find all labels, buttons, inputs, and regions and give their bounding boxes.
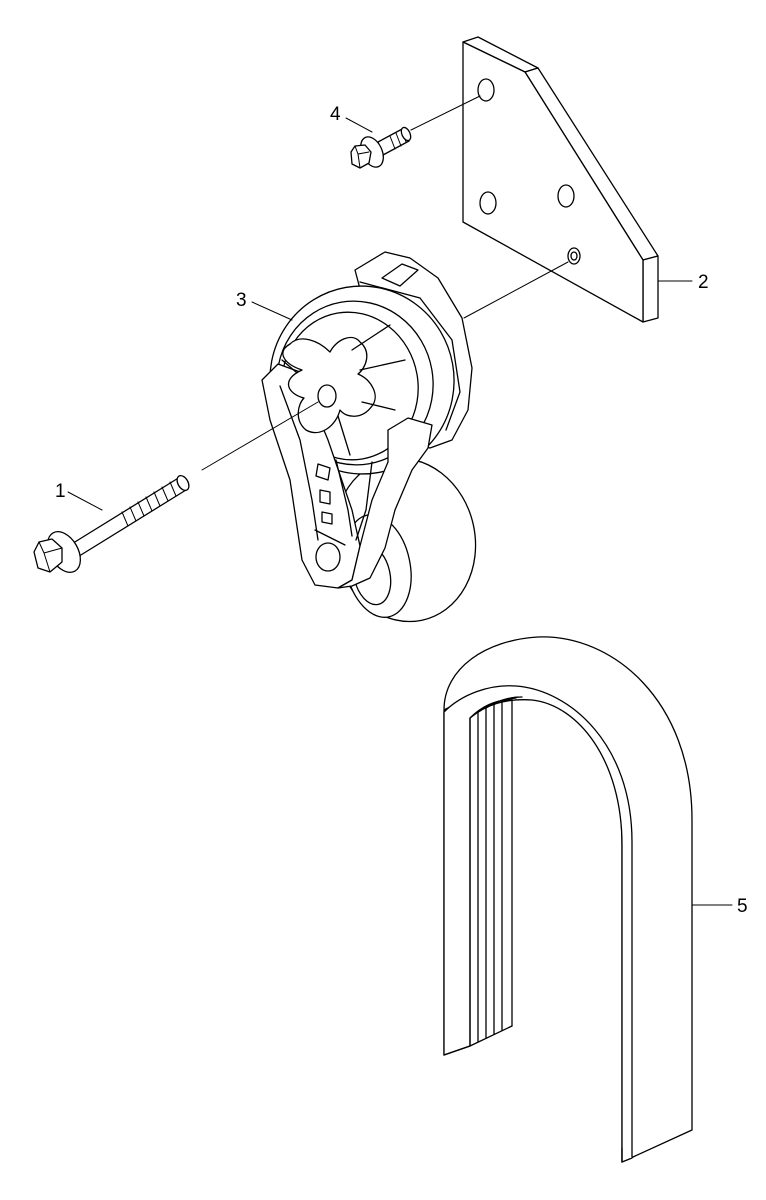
callout-1: 1 [55,481,103,511]
belt-tensioner[interactable] [255,251,490,635]
callout-label-3: 3 [236,290,247,311]
assembly-lines [201,95,569,471]
small-bolt[interactable] [350,126,413,171]
bracket-hole-right [557,184,575,208]
callout-label-2: 2 [698,272,709,293]
callout-5: 5 [691,896,748,917]
callout-3: 3 [236,290,293,321]
bracket-hole-left [479,191,497,215]
long-bolt[interactable] [33,474,191,578]
callout-4: 4 [330,104,373,133]
serpentine-belt[interactable] [443,636,693,1163]
arm-pivot-hole [315,542,341,572]
callout-label-4: 4 [330,104,341,125]
bracket-hole-top [477,78,495,102]
callout-2: 2 [657,272,709,293]
callout-label-1: 1 [55,481,66,502]
bracket-hole-threaded [567,247,581,265]
callout-label-5: 5 [737,896,748,917]
tensioner-clip [381,263,419,287]
tensioner-bolt-hole [317,384,337,408]
mounting-bracket[interactable] [462,36,659,323]
